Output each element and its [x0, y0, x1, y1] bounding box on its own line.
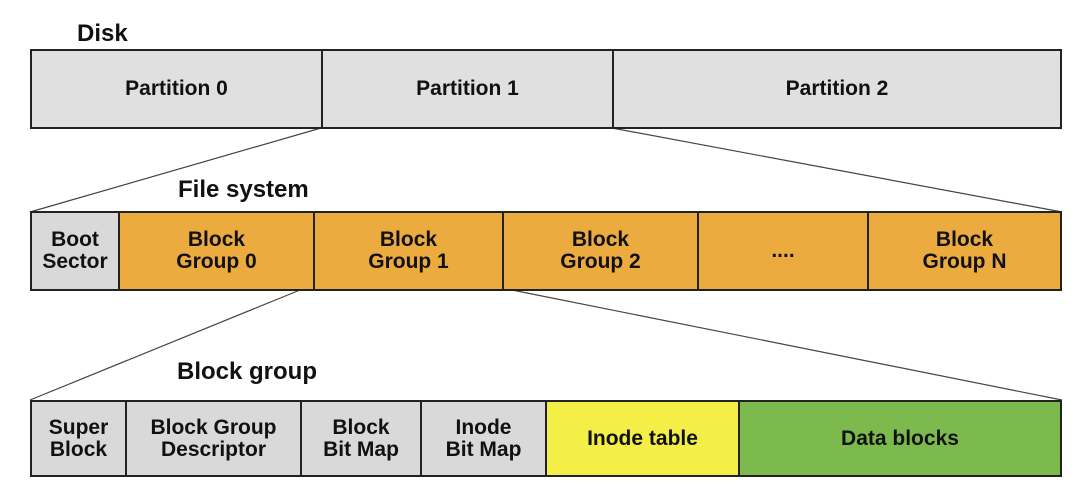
file-system-row: Boot Sector Block Group 0 Block Group 1 … — [30, 211, 1062, 291]
boot-sector-label: Boot Sector — [42, 228, 108, 273]
block-group-descriptor-label: Block Group Descriptor — [150, 415, 277, 461]
partition-0-label: Partition 0 — [125, 77, 228, 100]
disk-title: Disk — [77, 20, 128, 47]
block-group-descriptor: Block Group Descriptor — [127, 402, 302, 475]
block-group-2: Block Group 2 — [504, 213, 699, 289]
partition-2: Partition 2 — [614, 51, 1060, 127]
block-group-2-label: Block Group 2 — [560, 228, 641, 273]
block-group-ellipsis-label: .... — [771, 239, 795, 262]
zoom-line-group-left — [29, 289, 301, 401]
block-group-n-label: Block Group N — [922, 228, 1007, 273]
block-group-0-label: Block Group 0 — [176, 228, 257, 273]
block-bit-map-label: Block Bit Map — [323, 415, 399, 461]
boot-sector: Boot Sector — [32, 213, 120, 289]
data-blocks-label: Data blocks — [841, 426, 959, 450]
inode-table-label: Inode table — [587, 426, 698, 450]
partition-1-label: Partition 1 — [416, 77, 519, 100]
block-bit-map: Block Bit Map — [302, 402, 422, 475]
inode-bit-map: Inode Bit Map — [422, 402, 547, 475]
block-group-0: Block Group 0 — [120, 213, 315, 289]
super-block-label: Super Block — [48, 415, 109, 461]
disk-row: Partition 0 Partition 1 Partition 2 — [30, 49, 1062, 129]
zoom-line-partition-right — [611, 127, 1063, 213]
file-system-title: File system — [178, 176, 309, 203]
inode-bit-map-label: Inode Bit Map — [445, 415, 522, 461]
block-group-row: Super Block Block Group Descriptor Block… — [30, 400, 1062, 477]
inode-table: Inode table — [547, 402, 740, 475]
super-block: Super Block — [32, 402, 127, 475]
data-blocks: Data blocks — [740, 402, 1060, 475]
block-group-1-label: Block Group 1 — [368, 228, 449, 273]
block-group-ellipsis: .... — [699, 213, 869, 289]
block-group-n: Block Group N — [869, 213, 1060, 289]
partition-0: Partition 0 — [32, 51, 323, 127]
zoom-line-partition-left — [29, 127, 322, 213]
zoom-line-group-right — [511, 289, 1063, 401]
block-group-1: Block Group 1 — [315, 213, 504, 289]
partition-2-label: Partition 2 — [785, 77, 889, 100]
partition-1: Partition 1 — [323, 51, 614, 127]
block-group-title: Block group — [177, 358, 318, 385]
